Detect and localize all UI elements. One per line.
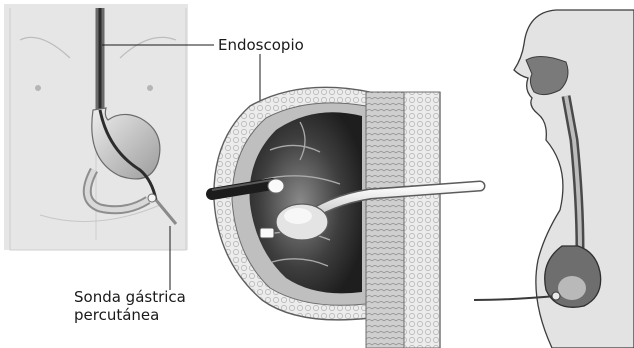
peg-tube-label-line1: Sonda gástrica [74,288,186,306]
torso-panel [4,4,188,250]
peg-tube-label: Sonda gástrica percutánea [74,288,186,324]
profile-panel [474,10,634,348]
peg-tube-label-line2: percutánea [74,306,186,324]
cross-section-panel [212,87,480,348]
endoscope-label: Endoscopio [218,36,304,54]
